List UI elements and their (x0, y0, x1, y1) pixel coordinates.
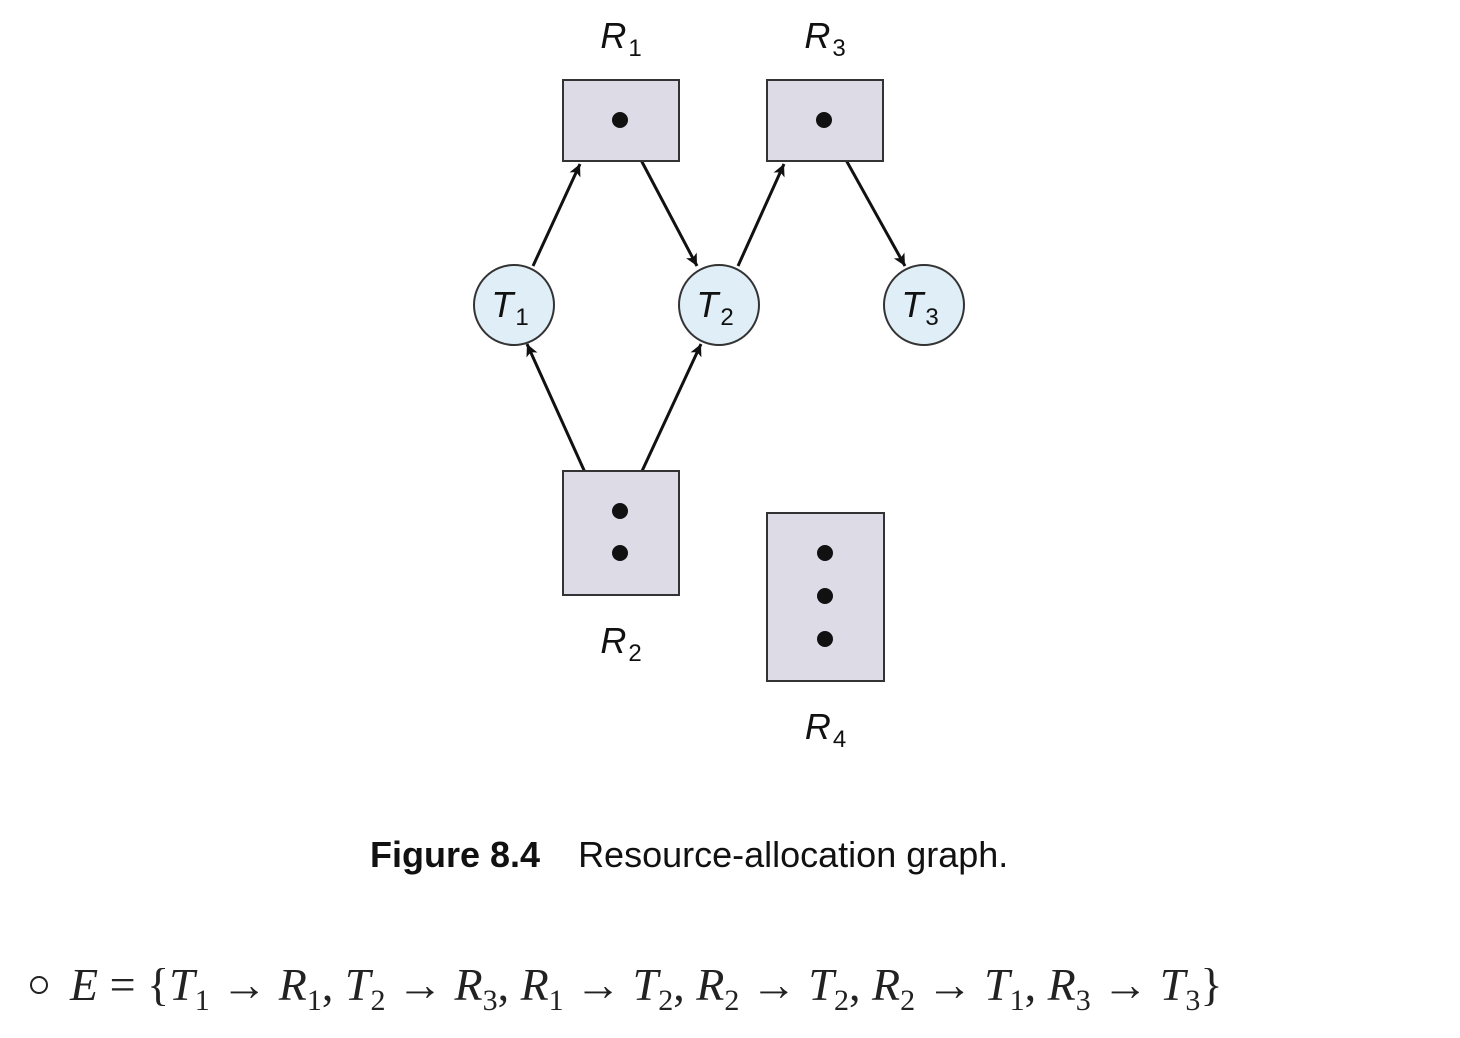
thread-label-t3: T3 (901, 284, 938, 331)
resource-r2 (562, 470, 680, 596)
resource-label-r3: R3 (804, 15, 845, 62)
edge-pair-to-subscript: 2 (833, 984, 849, 1018)
edge-arrow: → (739, 959, 809, 1010)
request-edge-t2-r3 (736, 163, 786, 267)
edge-arrow: → (915, 959, 985, 1010)
edge-set-expression: E = {T1 → R1, T2 → R3, R1 → T2, R2 → T2,… (70, 959, 1223, 1017)
edge-pair-from-subscript: 1 (548, 984, 564, 1018)
edge-pair: R1 → T2 (520, 959, 674, 1017)
edge-pair-from: T (344, 959, 371, 1010)
edge-pair-to: T (808, 959, 834, 1010)
open-brace: { (147, 959, 170, 1010)
edge-pair: T1 → R1 (169, 959, 322, 1017)
resource-label-r2-letter: R (600, 620, 626, 661)
caption-label: Figure 8.4 (370, 834, 541, 875)
instance-dot-r3-1 (816, 112, 832, 128)
thread-t3 (883, 264, 965, 346)
edge-pair-from: T (169, 959, 195, 1010)
bullet-icon (30, 976, 48, 995)
figure-caption: Figure 8.4 Resource-allocation graph. (370, 834, 1008, 876)
instance-dot-r2-1 (612, 503, 628, 519)
edge-pair-to: R (278, 959, 307, 1010)
edge-pair-from: R (871, 959, 901, 1010)
resource-label-r2: R2 (600, 620, 641, 667)
thread-label-t1-subscript: 1 (515, 304, 528, 331)
edge-pair-from-subscript: 3 (1075, 984, 1091, 1018)
resource-label-r3-letter: R (804, 15, 830, 56)
close-brace: } (1200, 959, 1223, 1010)
edge-set-lhs: E (70, 959, 99, 1010)
edge-pair-from: R (696, 959, 725, 1010)
thread-label-t2: T2 (696, 284, 733, 331)
edge-pair: T2 → R3 (344, 959, 498, 1017)
resource-label-r4: R4 (805, 706, 846, 753)
edge-pair-to-subscript: 2 (658, 984, 674, 1018)
thread-t2 (678, 264, 760, 346)
resource-label-r3-subscript: 3 (832, 35, 845, 62)
edge-pair-to-subscript: 1 (306, 984, 322, 1018)
edge-pair-to: R (454, 959, 483, 1010)
resource-label-r4-letter: R (805, 706, 831, 747)
edge-pair: R2 → T1 (871, 959, 1025, 1017)
edge-set-formula: E = {T1 → R1, T2 → R3, R1 → T2, R2 → T2,… (30, 958, 1222, 1018)
instance-dot-r2-2 (612, 545, 628, 561)
edge-pair-to: T (632, 959, 659, 1010)
thread-t1 (473, 264, 555, 346)
edge-arrow: → (385, 959, 455, 1010)
resource-r1 (562, 79, 680, 162)
thread-label-t3-letter: T (901, 284, 926, 325)
resource-label-r4-subscript: 4 (833, 726, 846, 753)
edge-pair: R3 → T3 (1047, 959, 1201, 1017)
edge-pair: R2 → T2 (696, 959, 849, 1017)
thread-label-t2-letter: T (696, 284, 721, 325)
resource-r4 (766, 512, 885, 682)
edge-arrow: → (563, 959, 633, 1010)
instance-dot-r1-1 (612, 112, 628, 128)
resource-label-r1-letter: R (600, 15, 626, 56)
edge-pair-to: T (984, 959, 1010, 1010)
edge-pairs: T1 → R1, T2 → R3, R1 → T2, R2 → T2, R2 →… (169, 959, 1201, 1017)
edge-separator: , (321, 959, 345, 1010)
thread-label-t1: T1 (491, 284, 528, 331)
instance-dot-r4-2 (817, 588, 833, 604)
resource-r3 (766, 79, 884, 162)
edge-separator: , (848, 959, 872, 1010)
edge-pair-to-subscript: 1 (1009, 984, 1025, 1018)
edge-separator: , (673, 959, 697, 1010)
edge-pair-to: T (1159, 959, 1186, 1010)
resource-box-r2 (562, 470, 680, 596)
thread-label-t2-subscript: 2 (720, 304, 733, 331)
instance-dot-r4-1 (817, 545, 833, 561)
equals-sign: = (109, 959, 136, 1010)
request-edge-t1-r1 (531, 163, 582, 267)
thread-label-t3-subscript: 3 (925, 304, 938, 331)
instance-dot-r4-3 (817, 631, 833, 647)
caption-text: Resource-allocation graph. (578, 834, 1009, 875)
edge-arrow: → (1090, 959, 1160, 1010)
resource-label-r1-subscript: 1 (628, 35, 641, 62)
edge-pair-from-subscript: 2 (370, 984, 386, 1018)
edge-pair-from: R (1047, 959, 1076, 1010)
resource-label-r2-subscript: 2 (628, 640, 641, 667)
resource-label-r1: R1 (600, 15, 641, 62)
edge-pair-from-subscript: 2 (900, 984, 916, 1018)
edge-pair-from: R (520, 959, 549, 1010)
edge-pair-from-subscript: 2 (724, 984, 740, 1018)
edge-pair-to-subscript: 3 (482, 984, 498, 1018)
thread-label-t1-letter: T (491, 284, 516, 325)
edge-pair-from-subscript: 1 (194, 984, 210, 1018)
edge-separator: , (1024, 959, 1048, 1010)
edge-pair-to-subscript: 3 (1185, 984, 1201, 1018)
edge-arrow: → (209, 959, 279, 1010)
edge-separator: , (497, 959, 521, 1010)
